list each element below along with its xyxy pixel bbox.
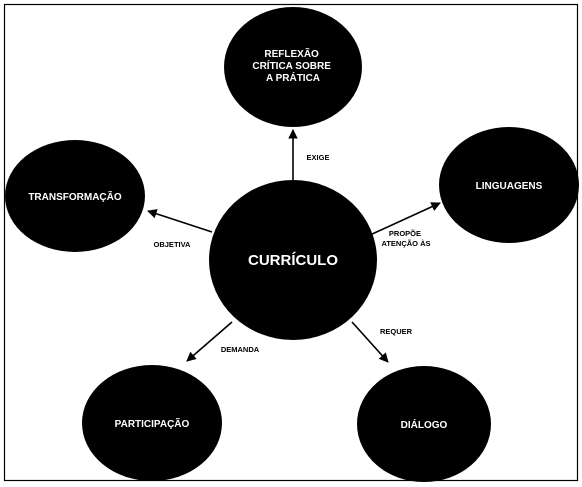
edge-label-objetiva: OBJETIVA [154, 240, 192, 249]
node-curriculo: CURRÍCULO [209, 180, 377, 340]
edge-exige: EXIGE [288, 129, 330, 183]
node-dialogo-shape [357, 366, 491, 482]
node-curriculo-label: CURRÍCULO [248, 252, 338, 269]
node-transformacao-label: TRANSFORMAÇÃO [28, 190, 122, 203]
edge-objetiva: OBJETIVA [147, 209, 213, 249]
node-linguagens: LINGUAGENS [439, 127, 579, 243]
node-linguagens-shape [439, 127, 579, 243]
node-linguagens-label: LINGUAGENS [476, 181, 543, 192]
arrow-propoe [369, 202, 441, 236]
node-reflexao-shape [224, 7, 362, 127]
node-dialogo-label: DIÁLOGO [401, 418, 448, 431]
edge-label-exige: EXIGE [307, 153, 330, 162]
edge-label-demanda: DEMANDA [221, 345, 260, 354]
edge-demanda: DEMANDA [186, 321, 260, 362]
node-reflexao: REFLEXÃO CRÍTICA SOBRE A PRÁTICA [224, 7, 362, 127]
node-reflexao-label: REFLEXÃO CRÍTICA SOBRE A PRÁTICA [252, 47, 333, 84]
edge-label-requer: REQUER [380, 327, 413, 336]
edge-requer: REQUER [351, 321, 413, 363]
node-transformacao: TRANSFORMAÇÃO [5, 140, 145, 252]
diagram-border [3, 3, 579, 482]
edge-label-propoe: PROPÕE ATENÇÃO ÀS [381, 229, 430, 248]
node-curriculo-shape [209, 180, 377, 340]
node-participacao: PARTICIPAÇÃO [82, 365, 222, 481]
arrow-demanda [186, 321, 233, 362]
node-dialogo: DIÁLOGO [357, 366, 491, 482]
arrow-requer [351, 321, 389, 363]
node-participacao-shape [82, 365, 222, 481]
arrow-objetiva [147, 209, 213, 233]
node-participacao-label: PARTICIPAÇÃO [115, 417, 190, 430]
node-transformacao-shape [5, 140, 145, 252]
edge-propoe: PROPÕE ATENÇÃO ÀS [369, 202, 441, 248]
